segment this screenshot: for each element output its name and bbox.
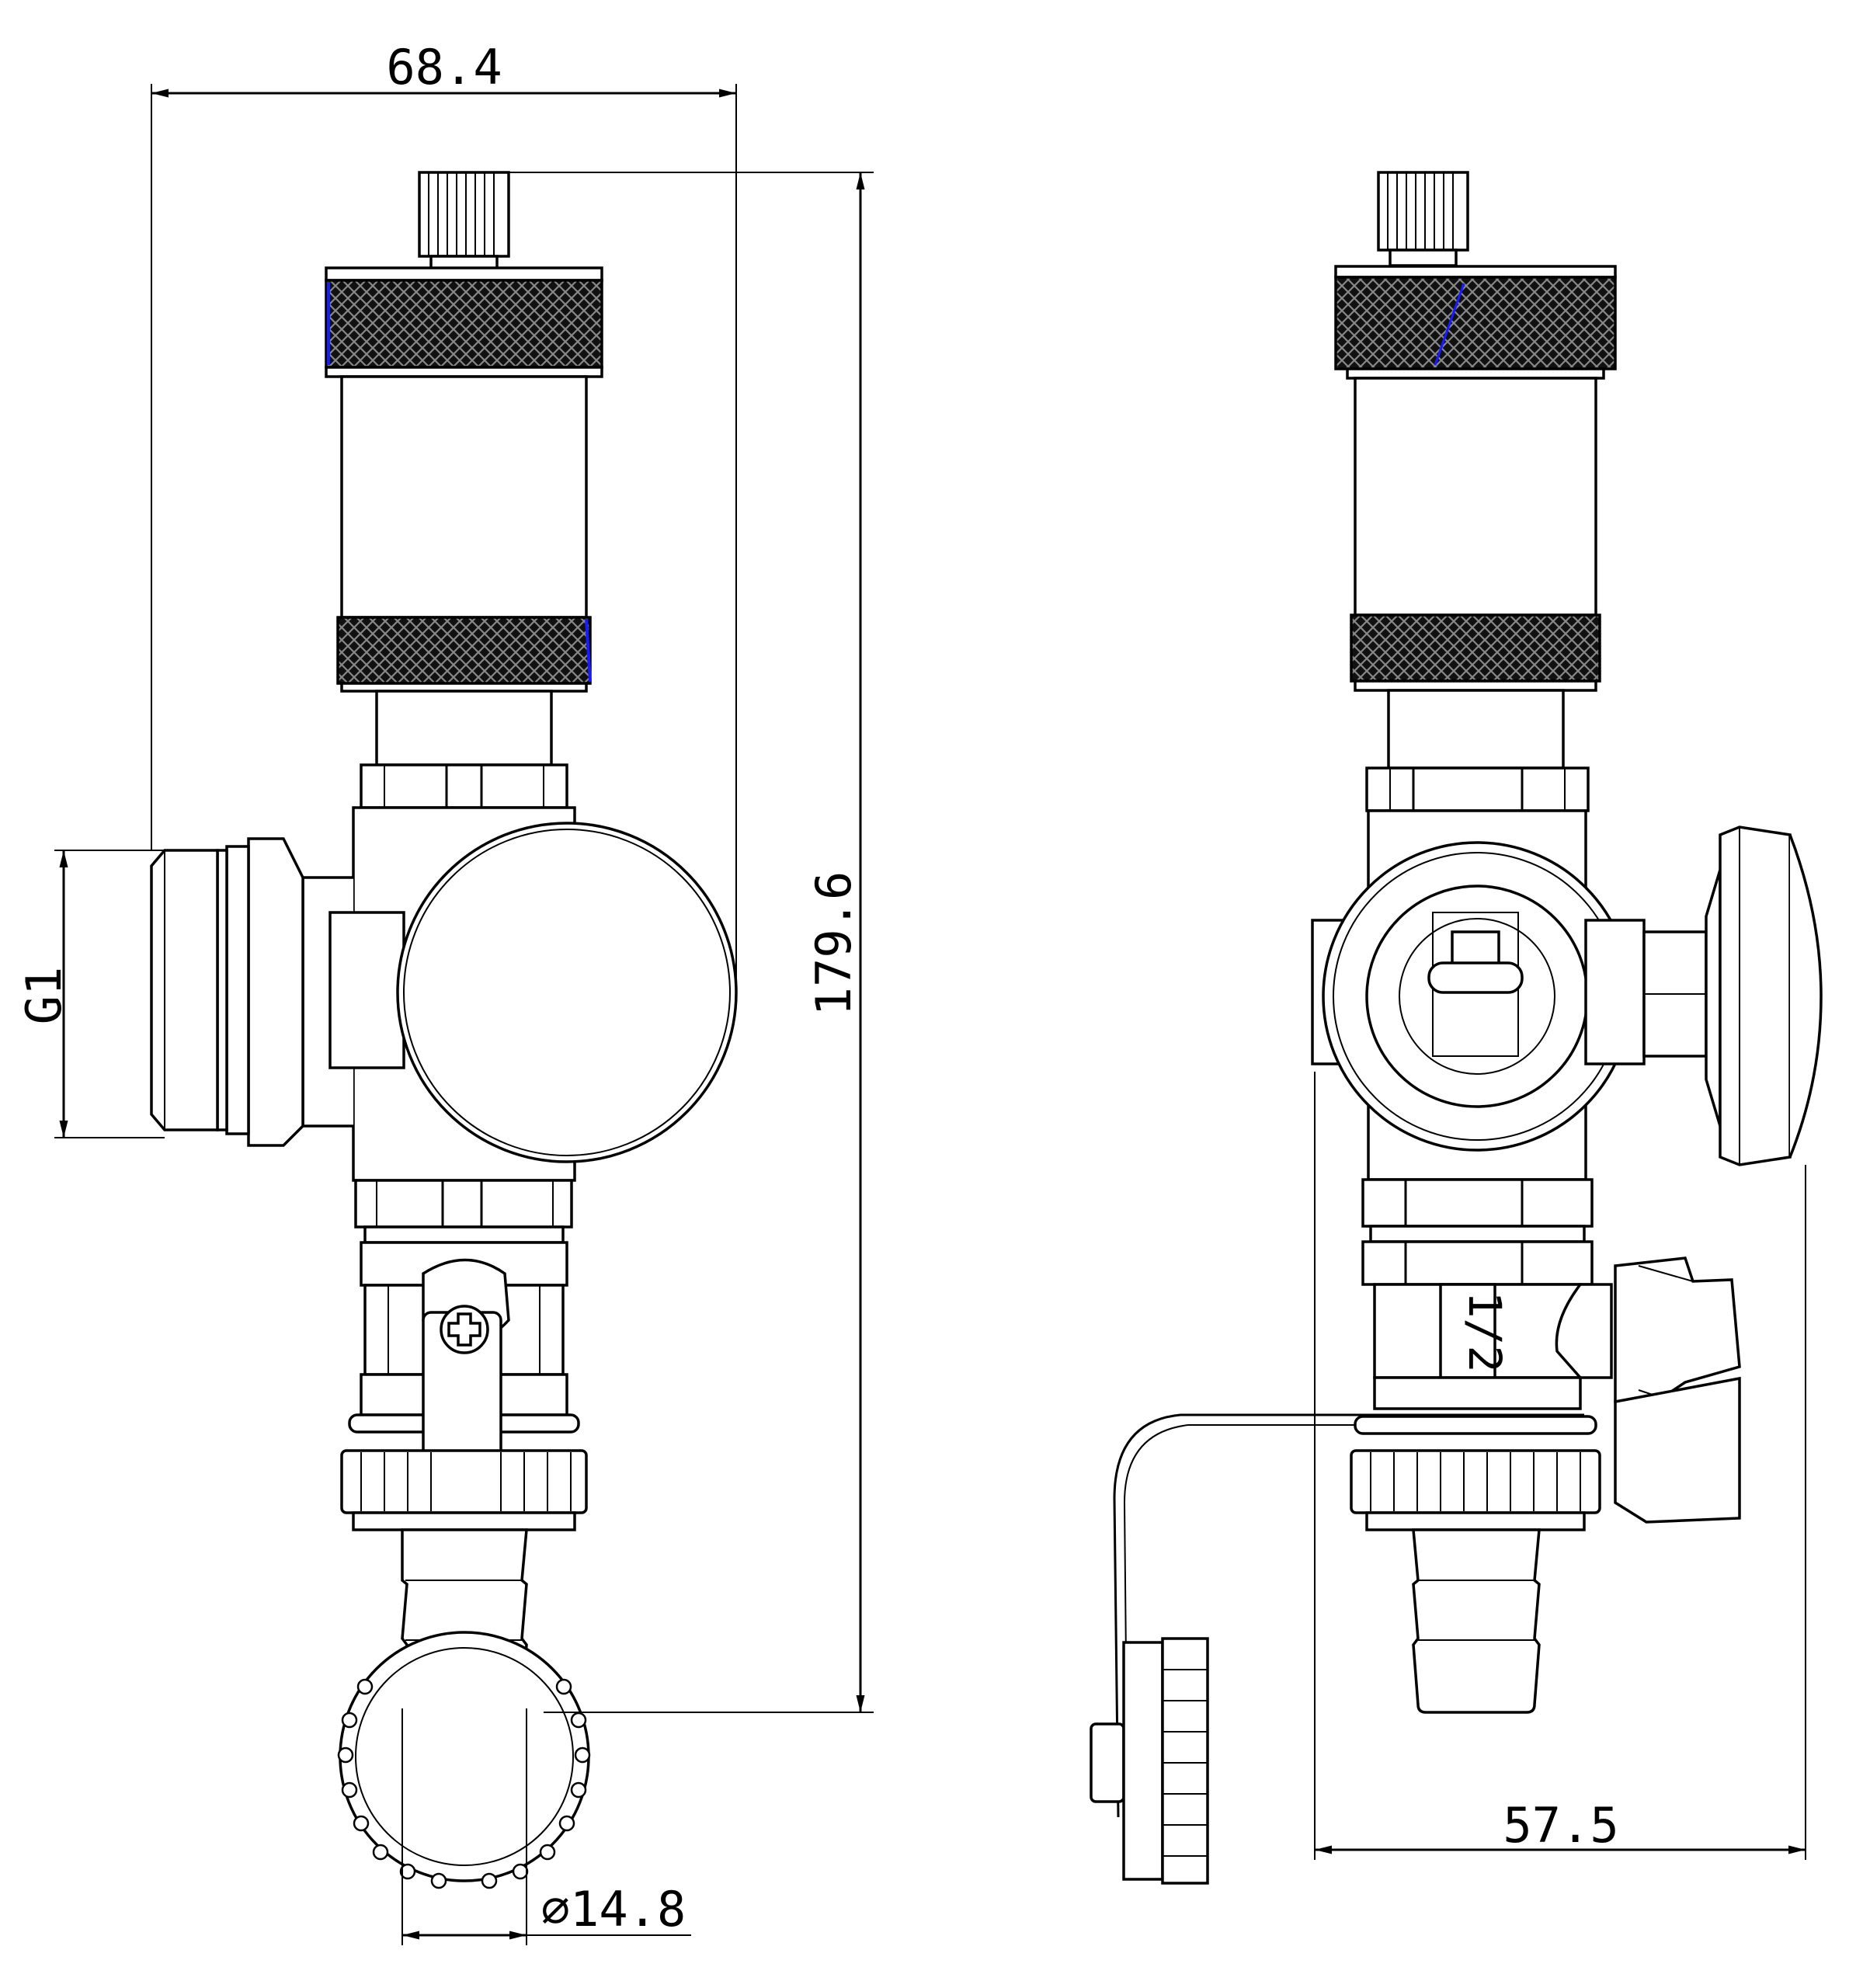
side-right-connection	[1584, 825, 1823, 1166]
side-hose-barb	[1412, 1528, 1541, 1714]
dim-overall-width: 68.4	[386, 39, 502, 96]
sight-disc	[396, 822, 738, 1163]
dimension-57-5: 57.5	[1314, 1072, 1806, 1860]
cap-tether	[1113, 1413, 1584, 1818]
dimension-14-8: ∅14.8	[401, 1708, 691, 1945]
lower-hex-nut	[354, 1179, 573, 1244]
dim-overall-height: 179.6	[805, 871, 862, 1017]
port-size-marking: 1/2	[1458, 1291, 1511, 1373]
dimension-g1: G1	[16, 850, 165, 1138]
air-vent-body	[340, 375, 588, 619]
side-bleed-screw	[1377, 171, 1469, 267]
front-view	[150, 171, 738, 1889]
side-lower-knurled-ring	[1350, 613, 1601, 692]
side-lever-handle	[1614, 1256, 1741, 1524]
bleed-screw	[418, 171, 510, 270]
upper-hex-nut	[360, 763, 568, 809]
dim-hose-diameter: ∅14.8	[541, 1881, 686, 1938]
dim-side-depth: 57.5	[1503, 1797, 1618, 1854]
side-drain-valve	[1361, 1240, 1613, 1410]
top-knurled-cap	[325, 266, 603, 378]
side-cap-nut	[1350, 1415, 1601, 1531]
side-lower-hex-nut	[1361, 1178, 1594, 1243]
side-view: 1/2	[1090, 171, 1823, 1885]
side-neck	[1387, 689, 1565, 770]
hose-cap-nut	[340, 1449, 588, 1531]
dim-thread-size: G1	[16, 967, 72, 1025]
side-air-vent-body	[1354, 377, 1597, 617]
neck	[375, 690, 553, 766]
dimension-68-4: 68.4	[151, 39, 737, 994]
lower-knurled-ring	[336, 616, 592, 693]
side-hanging-cap	[1090, 1637, 1209, 1885]
g1-side-connection	[150, 837, 405, 1147]
side-top-knurled-cap	[1334, 265, 1617, 380]
hose-end-cap	[337, 1631, 591, 1889]
side-upper-hex-nut	[1365, 766, 1590, 812]
dimension-179-6: 179.6	[509, 172, 874, 1713]
